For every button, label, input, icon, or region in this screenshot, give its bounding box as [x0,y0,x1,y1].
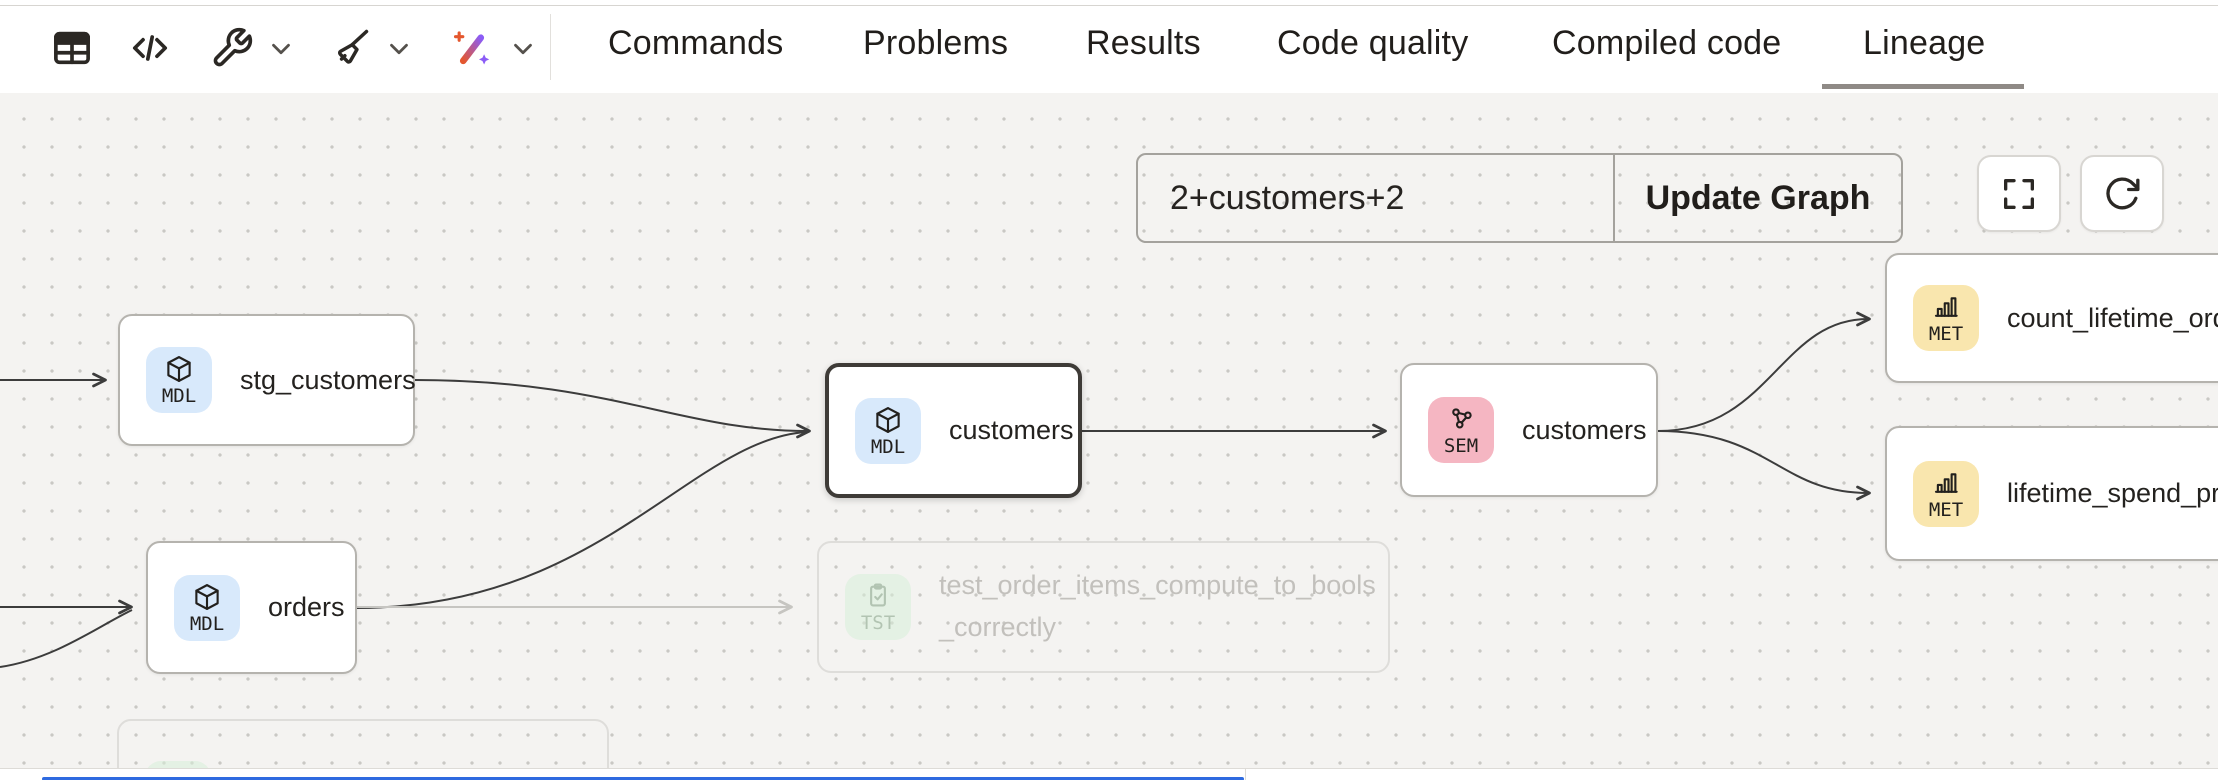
code-icon[interactable] [128,26,172,70]
fullscreen-icon [2004,178,2034,209]
node-label: stg_customers [240,364,416,395]
chevron-down-icon[interactable] [384,34,414,69]
node-label: lifetime_spend_preta [2007,478,2218,508]
fullscreen-button[interactable] [1977,155,2061,232]
model-badge: MDL [174,574,240,641]
chevron-down-icon[interactable] [508,34,538,69]
bar-chart-icon [1934,297,1958,317]
refresh-button[interactable] [2080,155,2164,232]
model-selector-input[interactable]: 2+customers+2 [1170,178,1405,217]
tab-lineage[interactable]: Lineage [1863,24,1986,62]
refresh-icon [2106,176,2140,209]
graph-controls: 2+customers+2 Update Graph [1136,153,1903,243]
node-label: test_order_items_compute_to_bools_correc… [939,570,1376,642]
cube-icon [195,583,219,610]
graph-nodes-icon [1452,408,1472,429]
bottom-divider [1245,769,1246,780]
broom-icon[interactable] [328,26,372,70]
tab-compiled-code[interactable]: Compiled code [1552,24,1782,62]
table-icon[interactable] [50,26,94,70]
node-metric-lifetime-spend-pretax[interactable]: MET lifetime_spend_preta [1885,426,2218,561]
metric-badge: MET [1913,460,1979,527]
cube-icon [876,406,900,433]
tab-problems[interactable]: Problems [863,24,1009,62]
node-model-stg-customers[interactable]: MDL stg_customers [118,314,416,446]
test-badge: TST [145,761,211,768]
node-label: orders [268,592,345,622]
badge-label: MDL [189,612,225,635]
top-toolbar: Commands Problems Results Code quality C… [0,0,2218,93]
clipboard-check-icon [870,583,886,607]
node-test-cutoff[interactable]: TST [117,719,609,768]
chevron-down-icon[interactable] [266,34,296,69]
badge-label: SEM [1443,435,1479,457]
update-graph-button[interactable]: Update Graph [1613,155,1901,241]
bottom-strip [0,768,2218,780]
active-tab-indicator [1822,84,2024,89]
panel-top-border [0,5,2218,6]
node-label: count_lifetime_order [2007,302,2218,333]
model-badge: MDL [146,347,212,413]
badge-label: MDL [161,385,197,407]
bar-chart-icon [1934,472,1958,493]
wrench-icon[interactable] [210,26,254,70]
lineage-canvas[interactable]: 2+customers+2 Update Graph MDL stg_custo… [0,93,2218,768]
cube-icon [167,356,191,382]
bottom-accent-bar [42,777,1244,780]
badge-label: MET [1928,323,1964,345]
metric-badge: MET [1913,285,1979,351]
node-label: customers [949,415,1074,445]
tab-code-quality[interactable]: Code quality [1277,24,1469,62]
node-model-orders[interactable]: MDL orders [146,541,357,674]
model-badge: MDL [855,397,921,464]
node-model-customers-selected[interactable]: MDL customers [825,363,1082,498]
semantic-model-badge: SEM [1428,397,1494,463]
magic-pencil-icon[interactable] [450,26,494,70]
node-metric-count-lifetime-order[interactable]: MET count_lifetime_order [1885,253,2218,383]
tab-commands[interactable]: Commands [608,24,784,62]
node-semantic-customers[interactable]: SEM customers [1400,363,1658,497]
badge-label: TST [860,612,896,634]
test-badge: TST [845,574,911,640]
badge-label: MDL [870,435,906,458]
node-label: customers [1522,414,1647,445]
tab-results[interactable]: Results [1086,24,1201,62]
toolbar-divider [550,14,551,80]
badge-label: MET [1928,498,1964,521]
node-test-order-items[interactable]: TST test_order_items_compute_to_bools_co… [817,541,1390,673]
